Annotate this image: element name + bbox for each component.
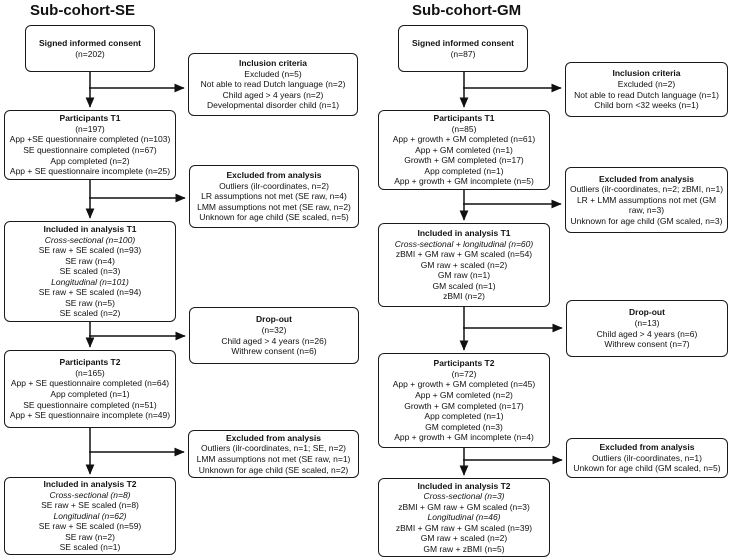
box-title: Inclusion criteria: [612, 68, 681, 79]
box-title: Participants T2: [433, 358, 495, 369]
gm-inclusion-criteria-box: Inclusion criteria Excluded (n=2) Not ab…: [565, 62, 728, 117]
se-included-t2-box: Included in analysis T2 Cross-sectional …: [4, 477, 176, 555]
box-title: Participants T2: [59, 357, 121, 368]
box-title: Inclusion criteria: [238, 58, 308, 69]
gm-column-title: Sub-cohort-GM: [412, 2, 522, 19]
box-title: Signed informed consent: [411, 37, 514, 48]
box-title: Signed informed consent: [38, 37, 141, 48]
box-title: Participants T1: [59, 113, 121, 124]
se-dropout-box: Drop-out (n=32) Child aged > 4 years (n=…: [189, 307, 359, 364]
gm-consent-box: Signed informed consent (n=87): [398, 25, 528, 72]
gm-included-t1-box: Included in analysis T1 Cross-sectional …: [378, 223, 550, 307]
box-title: Excluded from analysis: [226, 432, 321, 443]
se-participants-t2-box: Participants T2 (n=165) App + SE questio…: [4, 350, 176, 428]
box-title: Drop-out: [256, 314, 292, 325]
box-title: Included in analysis T1: [43, 224, 137, 235]
box-title: Excluded from analysis: [599, 173, 694, 184]
se-column-title: Sub-cohort-SE: [30, 2, 135, 19]
box-title: Included in analysis T1: [417, 228, 511, 239]
box-title: Drop-out: [629, 307, 665, 318]
gm-excluded-t2-box: Excluded from analysis Outliers (ilr-coo…: [566, 438, 728, 478]
box-title: Included in analysis T2: [417, 480, 511, 491]
se-excluded-t1-box: Excluded from analysis Outliers (ilr-coo…: [189, 165, 359, 228]
gm-participants-t2-box: Participants T2 (n=72) App + growth + GM…: [378, 353, 550, 448]
se-excluded-t2-box: Excluded from analysis Outliers (ilr-coo…: [188, 430, 359, 478]
gm-included-t2-box: Included in analysis T2 Cross-sectional …: [378, 478, 550, 557]
se-included-t1-box: Included in analysis T1 Cross-sectional …: [4, 221, 176, 322]
gm-participants-t1-box: Participants T1 (n=85) App + growth + GM…: [378, 110, 550, 190]
box-title: Participants T1: [433, 113, 495, 124]
se-participants-t1-box: Participants T1 (n=197) App +SE question…: [4, 110, 176, 180]
box-title: Included in analysis T2: [43, 479, 137, 490]
se-consent-box: Signed informed consent (n=202): [25, 25, 155, 72]
gm-dropout-box: Drop-out (n=13) Child aged > 4 years (n=…: [566, 300, 728, 357]
se-inclusion-criteria-box: Inclusion criteria Excluded (n=5) Not ab…: [188, 53, 358, 116]
box-title: Excluded from analysis: [226, 170, 322, 181]
gm-excluded-t1-box: Excluded from analysis Outliers (ilr-coo…: [565, 167, 728, 233]
box-title: Excluded from analysis: [599, 442, 695, 453]
